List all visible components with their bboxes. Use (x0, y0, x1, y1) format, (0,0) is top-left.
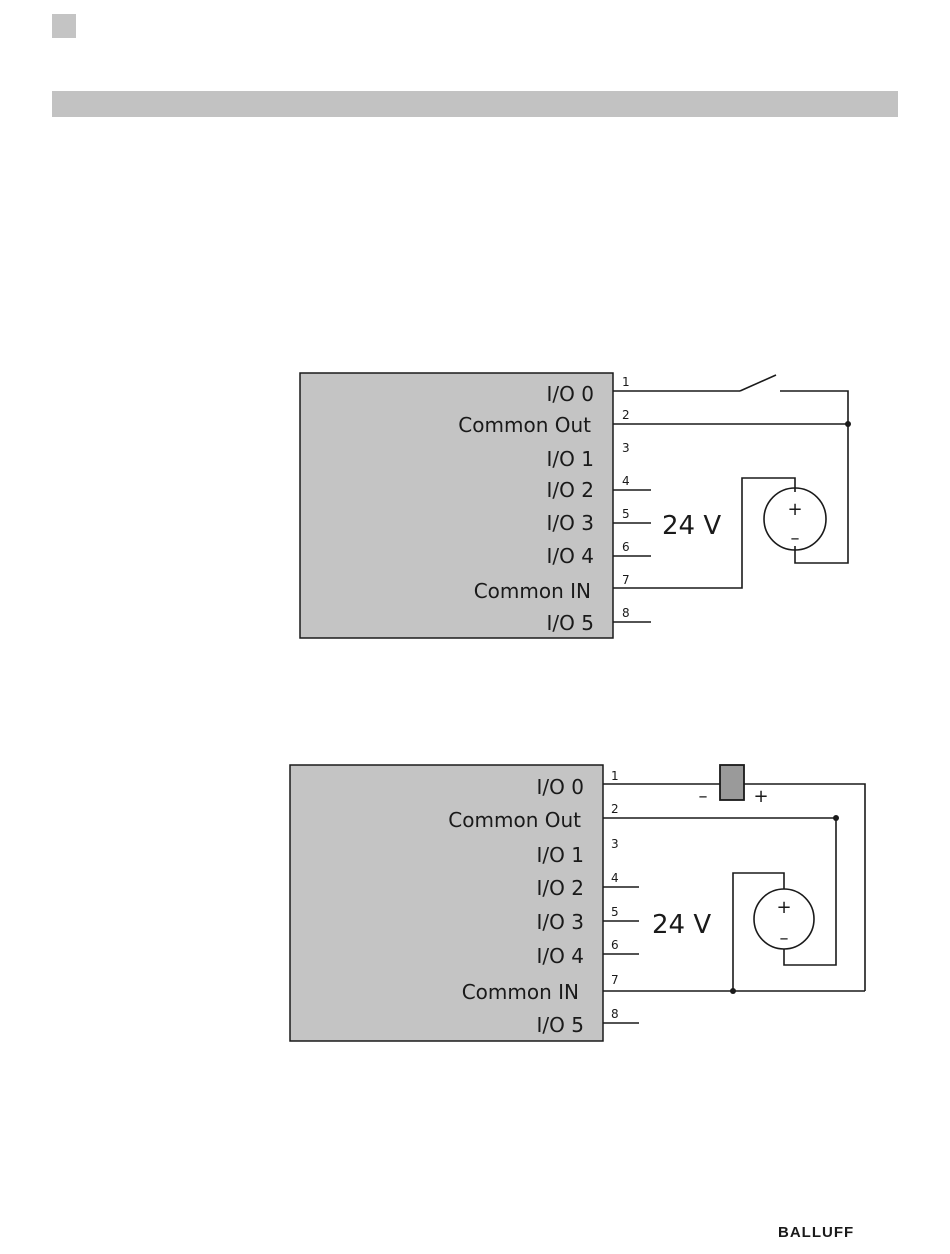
terminal-label: I/O 3 (547, 511, 594, 535)
terminal-label: I/O 1 (537, 843, 584, 867)
switch-contact (740, 375, 776, 391)
source-plus-sign: + (776, 897, 791, 918)
pin-number: 6 (611, 938, 619, 952)
wire-switch-return (780, 391, 848, 424)
pin-number: 8 (611, 1007, 619, 1021)
terminal-label: Common Out (458, 413, 591, 437)
load-plus-sign: + (753, 786, 768, 807)
pin-number: 4 (611, 871, 619, 885)
terminal-label: I/O 1 (547, 447, 594, 471)
section-header-bar (52, 91, 898, 117)
terminal-label: I/O 2 (547, 478, 594, 502)
terminal-label: Common IN (462, 980, 579, 1004)
supply-voltage-label: 24 V (662, 511, 721, 541)
pin-number: 1 (611, 769, 619, 783)
terminal-label: I/O 5 (537, 1013, 584, 1037)
junction-dot (730, 988, 736, 994)
junction-dot (845, 421, 851, 427)
source-minus-sign: – (791, 528, 800, 549)
supply-voltage-label: 24 V (652, 910, 711, 940)
corner-marker (52, 14, 76, 38)
wire-load-return (744, 784, 865, 991)
pin-number: 4 (622, 474, 630, 488)
brand-logo: BALLUFF (778, 1224, 854, 1241)
pin-number: 5 (622, 507, 630, 521)
wire-source-minus (795, 424, 848, 563)
load-minus-sign: – (699, 786, 708, 807)
terminal-label: Common Out (448, 808, 581, 832)
pin-number: 3 (611, 837, 619, 851)
terminal-label: Common IN (474, 579, 591, 603)
pin-number: 7 (611, 973, 619, 987)
pin-number: 6 (622, 540, 630, 554)
wire-source-minus (784, 818, 836, 965)
terminal-label: I/O 3 (537, 910, 584, 934)
junction-dot (833, 815, 839, 821)
load-component (720, 765, 744, 800)
terminal-label: I/O 4 (537, 944, 584, 968)
wiring-diagram-load: I/O 0 Common Out I/O 1 I/O 2 I/O 3 I/O 4… (0, 755, 950, 1055)
source-plus-sign: + (787, 499, 802, 520)
terminal-label: I/O 4 (547, 544, 594, 568)
pin-number: 5 (611, 905, 619, 919)
pin-number: 2 (611, 802, 619, 816)
pin-number: 3 (622, 441, 630, 455)
terminal-label: I/O 2 (537, 876, 584, 900)
pin-number: 2 (622, 408, 630, 422)
source-minus-sign: – (780, 928, 789, 949)
terminal-label: I/O 0 (537, 775, 584, 799)
wiring-diagram-switch: I/O 0 Common Out I/O 1 I/O 2 I/O 3 I/O 4… (0, 360, 950, 650)
terminal-label: I/O 5 (547, 611, 594, 635)
pin-number: 1 (622, 375, 630, 389)
pin-number: 8 (622, 606, 630, 620)
terminal-label: I/O 0 (547, 382, 594, 406)
pin-number: 7 (622, 573, 630, 587)
